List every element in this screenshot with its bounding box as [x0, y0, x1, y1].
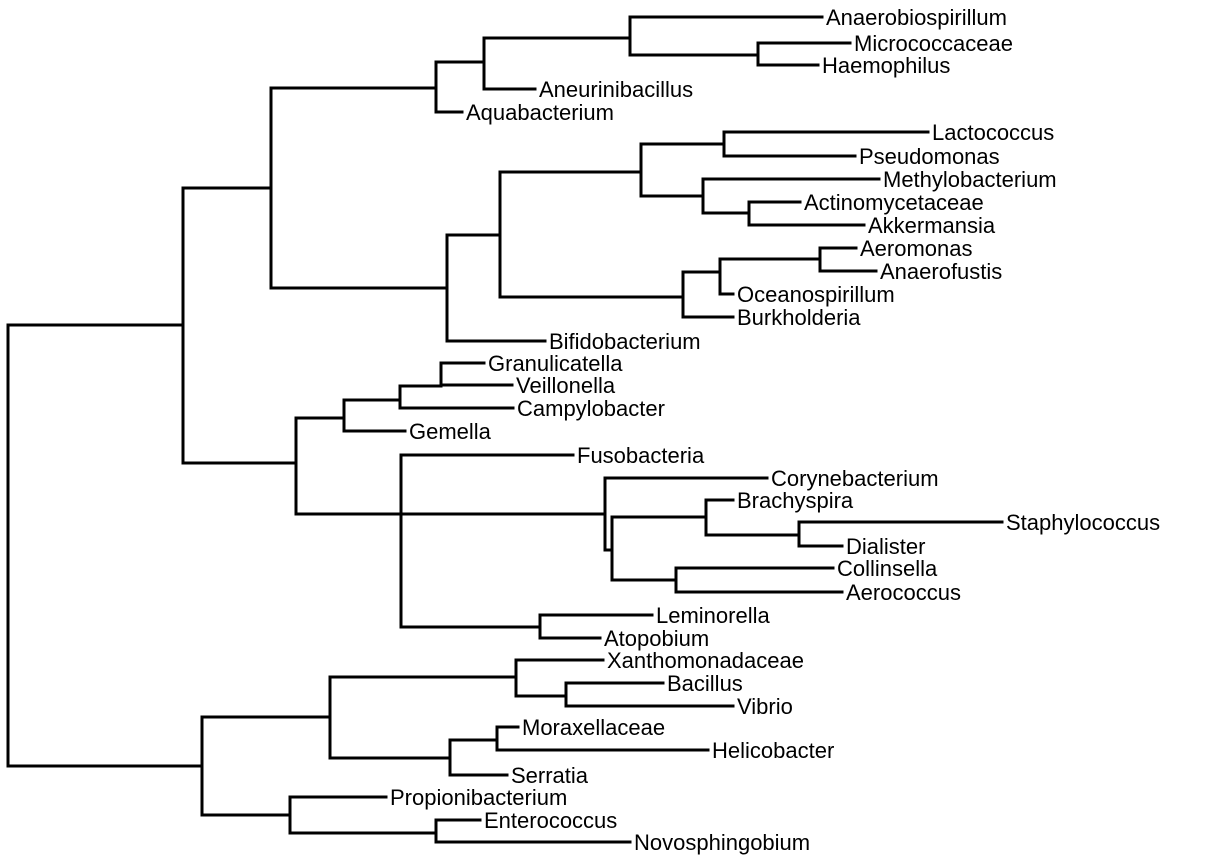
taxon-label: Helicobacter [712, 738, 834, 763]
taxon-label: Vibrio [737, 694, 793, 719]
taxon-label: Akkermansia [868, 213, 996, 238]
taxon-label: Bifidobacterium [549, 329, 701, 354]
taxon-label: Lactococcus [932, 120, 1054, 145]
taxon-label: Oceanospirillum [737, 282, 895, 307]
taxon-label: Xanthomonadaceae [607, 648, 804, 673]
taxon-label: Burkholderia [737, 305, 861, 330]
taxon-label: Leminorella [656, 603, 770, 628]
taxon-label: Gemella [409, 419, 492, 444]
taxon-label: Atopobium [604, 626, 709, 651]
taxon-label: Granulicatella [488, 351, 623, 376]
taxon-label: Aeromonas [860, 236, 973, 261]
taxon-label: Dialister [846, 534, 925, 559]
taxon-label: Enterococcus [484, 808, 617, 833]
taxon-label: Aneurinibacillus [539, 77, 693, 102]
taxon-label: Novosphingobium [634, 830, 810, 855]
taxon-label: Corynebacterium [771, 466, 939, 491]
taxon-label: Campylobacter [517, 396, 665, 421]
taxon-label: Fusobacteria [577, 443, 705, 468]
taxon-label: Brachyspira [737, 488, 854, 513]
taxon-label: Propionibacterium [390, 785, 567, 810]
taxon-label: Serratia [511, 763, 589, 788]
taxon-label: Veillonella [516, 373, 616, 398]
taxon-label: Haemophilus [822, 53, 950, 78]
taxon-label: Bacillus [667, 671, 743, 696]
taxon-label: Anaerobiospirillum [826, 5, 1007, 30]
taxon-label: Moraxellaceae [522, 715, 665, 740]
taxon-label: Collinsella [837, 556, 938, 581]
taxon-label: Methylobacterium [883, 167, 1057, 192]
taxon-label: Micrococcaceae [854, 31, 1013, 56]
taxon-label: Staphylococcus [1006, 510, 1160, 535]
taxon-label: Actinomycetaceae [804, 190, 984, 215]
taxon-label: Pseudomonas [859, 144, 1000, 169]
taxon-label: Aerococcus [846, 580, 961, 605]
taxon-label: Aquabacterium [466, 100, 614, 125]
taxon-label: Anaerofustis [880, 259, 1002, 284]
